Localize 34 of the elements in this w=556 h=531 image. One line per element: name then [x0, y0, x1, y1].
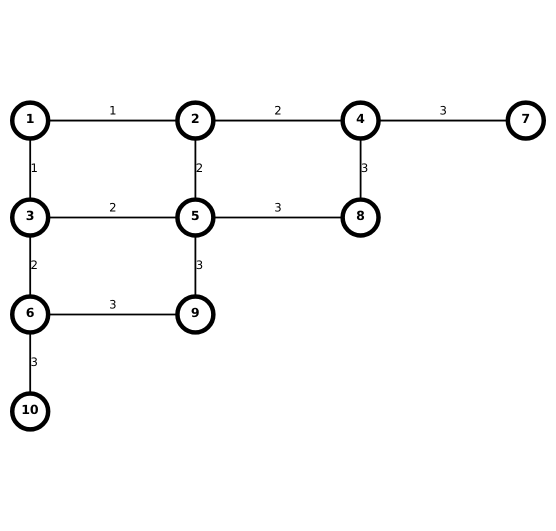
node-circle: 5 — [175, 196, 216, 238]
connector — [194, 138, 196, 199]
node-circle: 3 — [10, 196, 50, 238]
edge-label: 2 — [196, 160, 204, 175]
edge-label: 2 — [274, 103, 282, 118]
edge-label: 3 — [196, 258, 204, 272]
edge-label: 1 — [109, 103, 117, 118]
node-circle: 8 — [340, 196, 381, 238]
connector — [48, 216, 178, 218]
connector — [213, 119, 343, 121]
connector — [378, 119, 508, 121]
edge-label: 3 — [439, 103, 447, 118]
edge-label: 3 — [360, 160, 368, 175]
connector — [29, 332, 32, 393]
edge-label: 3 — [274, 200, 282, 214]
edge-label: 1 — [30, 160, 38, 175]
node-circle: 9 — [175, 294, 216, 334]
node-circle: 7 — [506, 100, 546, 140]
connector — [48, 119, 178, 121]
node-circle: 6 — [10, 294, 50, 334]
edge-label: 3 — [30, 354, 38, 369]
node-circle: 4 — [340, 100, 381, 140]
connector — [29, 138, 32, 199]
node-circle: 2 — [175, 100, 216, 140]
edge-label: 2 — [109, 200, 117, 214]
edge-label: 3 — [109, 297, 117, 312]
node-circle: 10 — [10, 390, 50, 432]
connector — [360, 138, 362, 199]
connector — [194, 235, 196, 296]
connector — [29, 235, 32, 296]
node-circle: 1 — [10, 100, 50, 140]
connector — [48, 313, 178, 315]
connector — [213, 216, 343, 218]
edge-label: 2 — [30, 258, 38, 272]
